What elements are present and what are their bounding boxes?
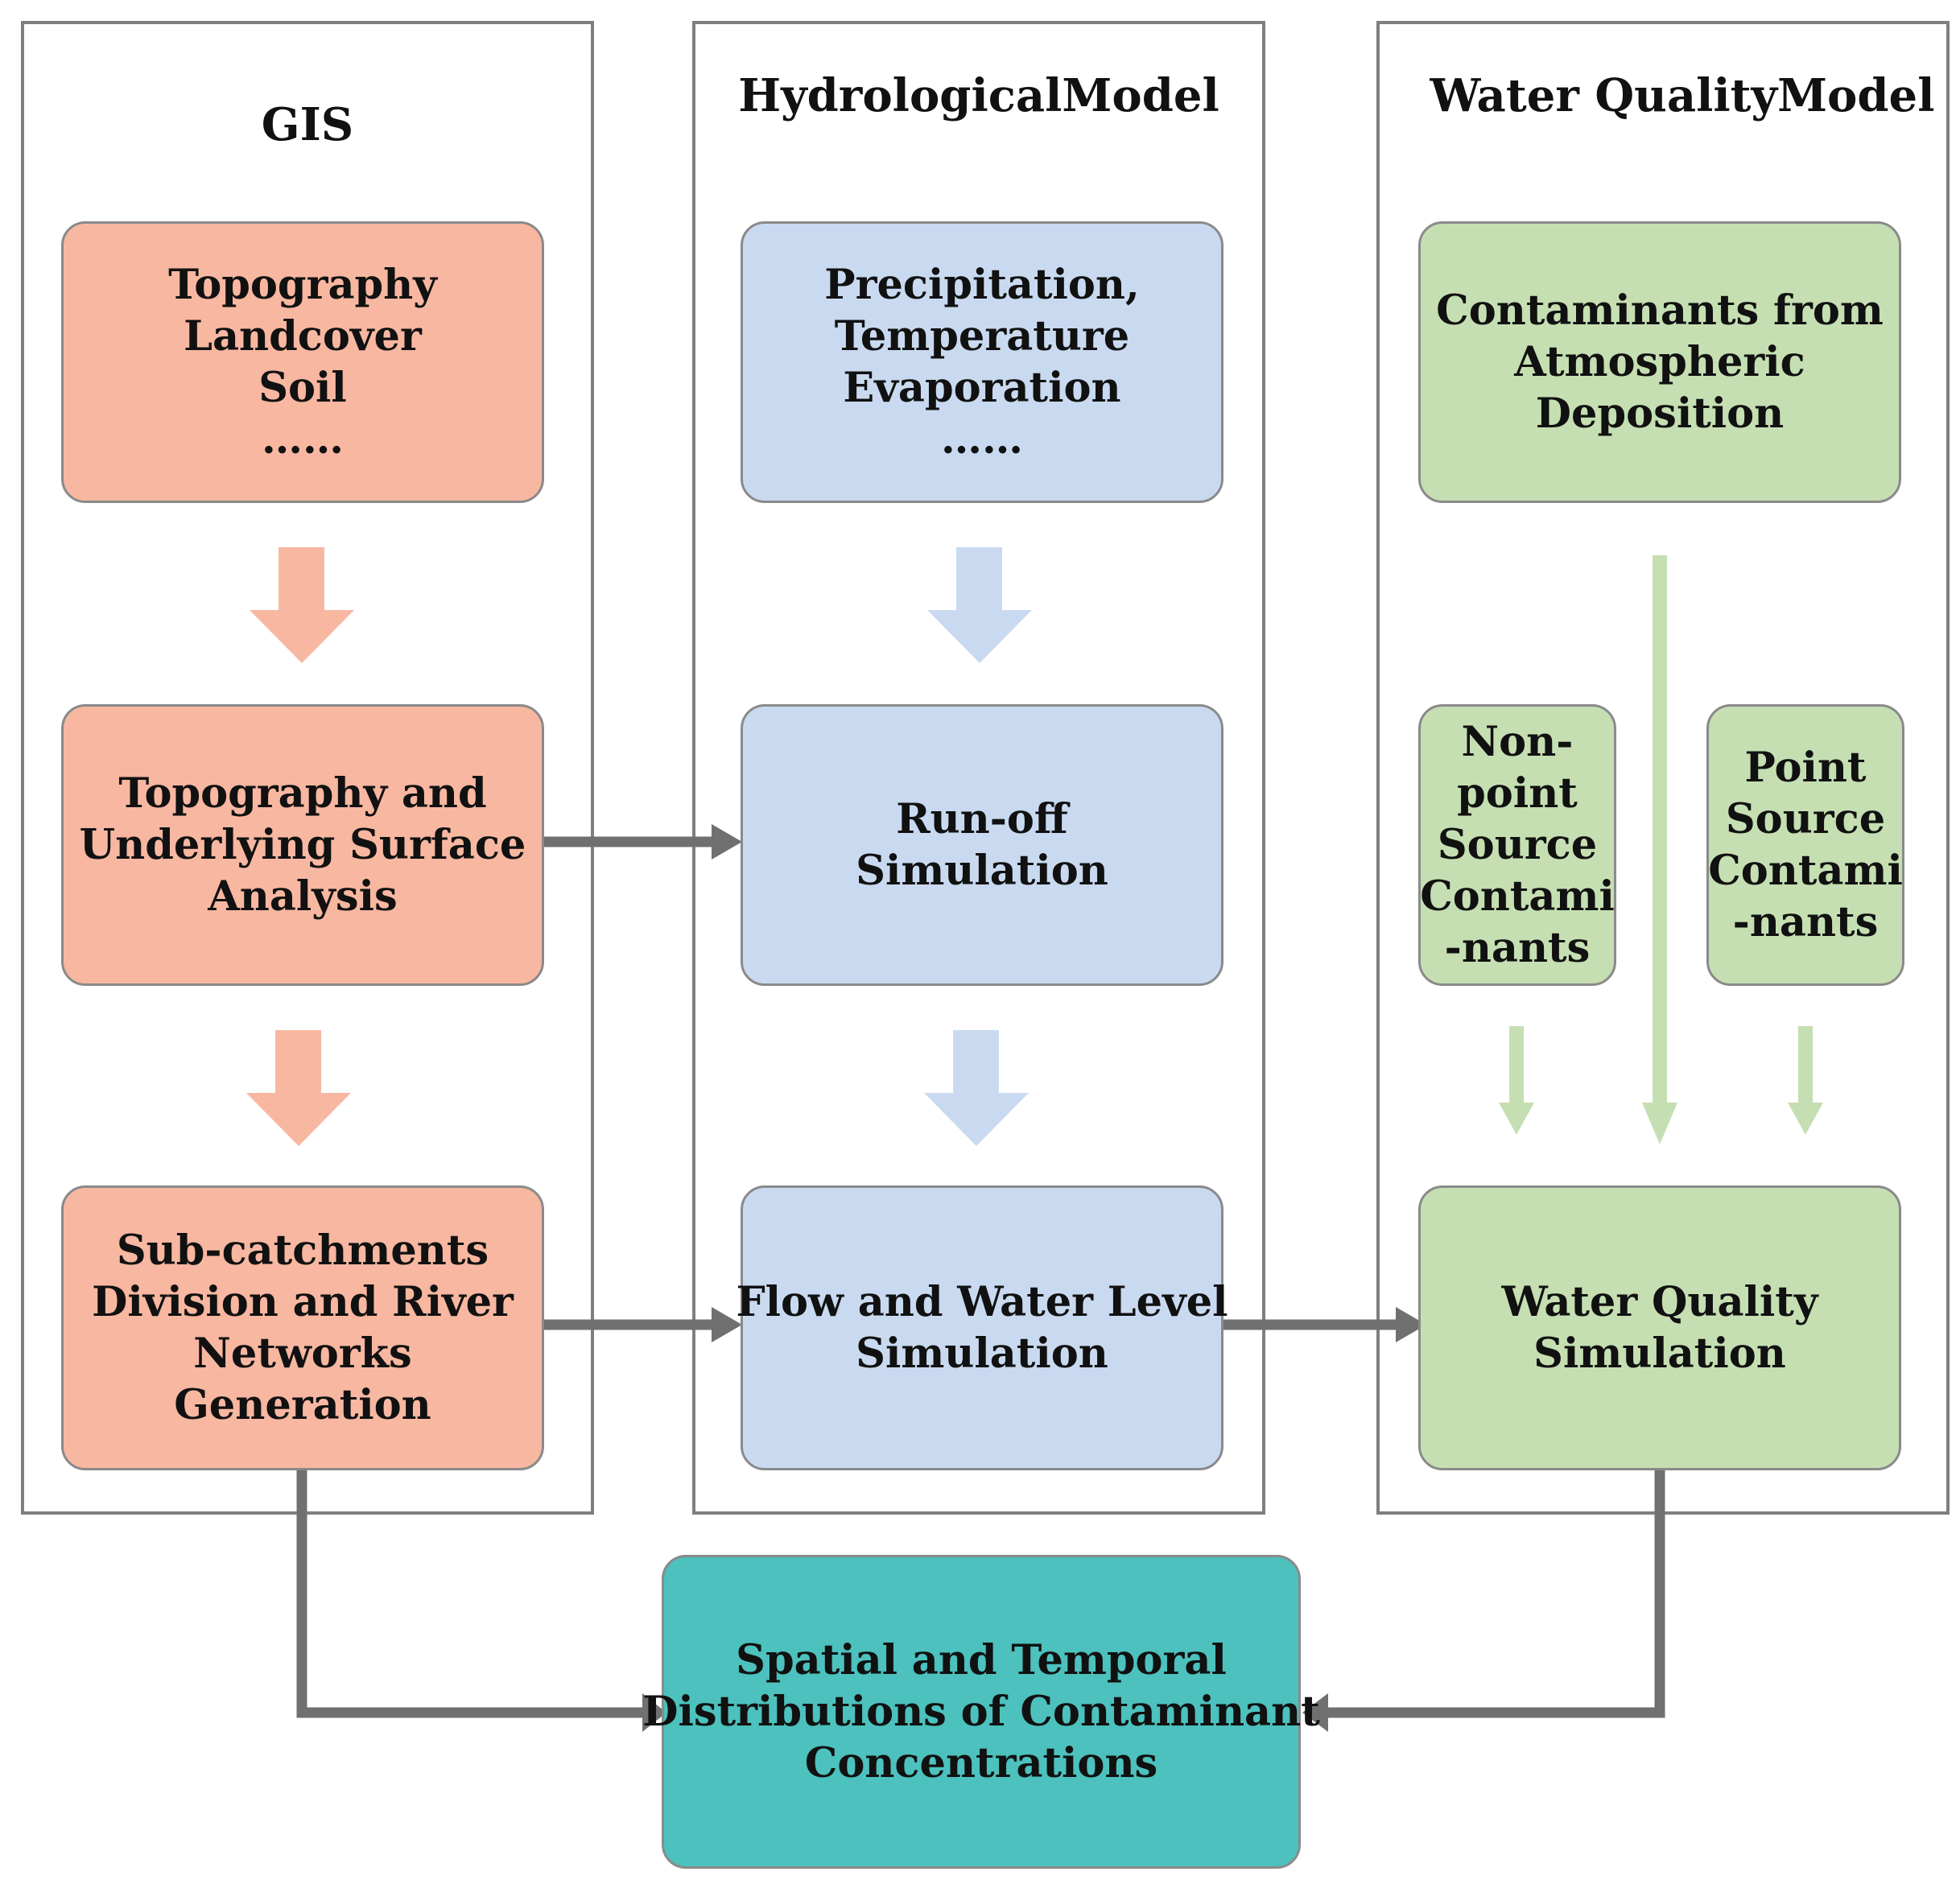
label-line: …… bbox=[262, 415, 344, 464]
label-line: Run-off bbox=[896, 795, 1068, 843]
gis-title: GIS bbox=[21, 95, 594, 155]
generation-to-flow-arrowhead bbox=[712, 1307, 742, 1342]
water-quality-to-output-connector bbox=[1327, 1468, 1665, 1718]
label-line: Topography bbox=[168, 261, 437, 309]
gis-down-arrow-2 bbox=[246, 1030, 351, 1146]
hydrological-model-title: HydrologicalModel bbox=[692, 66, 1265, 126]
label-line: Source bbox=[1437, 821, 1598, 869]
label-line: Contami bbox=[1420, 872, 1615, 921]
label-line: Water Quality bbox=[1501, 1278, 1818, 1326]
water-quality-to-output-arrowhead bbox=[1302, 1693, 1328, 1732]
label-line: Hydrological bbox=[738, 69, 1063, 122]
label-line: -nants bbox=[1444, 924, 1591, 972]
label-line: Source bbox=[1725, 795, 1886, 843]
label-line: Networks bbox=[193, 1330, 412, 1378]
label-line: Underlying Surface bbox=[79, 821, 526, 869]
label-line: Model bbox=[1062, 69, 1219, 122]
label-line: Simulation bbox=[856, 1330, 1108, 1378]
label-line: Non- bbox=[1461, 718, 1574, 766]
atmospheric-deposition-arrowhead bbox=[1642, 1103, 1677, 1144]
label-line: -nants bbox=[1732, 898, 1879, 946]
label-line: Simulation bbox=[856, 847, 1108, 895]
label-line: Point bbox=[1744, 744, 1867, 792]
point-source-arrowhead bbox=[1788, 1103, 1823, 1135]
hydrological-down-arrow-2 bbox=[924, 1030, 1029, 1146]
label-line: Sub-catchments bbox=[116, 1227, 489, 1275]
water-quality-model-title: Water QualityModel bbox=[1401, 66, 1960, 126]
nonpoint-source-connector bbox=[1509, 1026, 1524, 1103]
label-line: Topography and bbox=[118, 769, 487, 818]
label-line: Analysis bbox=[208, 872, 398, 921]
label-line: Contami bbox=[1708, 847, 1903, 895]
label-line: Generation bbox=[174, 1381, 431, 1429]
label-line: Division and River bbox=[92, 1278, 514, 1326]
label-line: Landcover bbox=[184, 312, 422, 361]
label-line: Concentrations bbox=[804, 1739, 1158, 1787]
label-line: Model bbox=[1777, 69, 1935, 122]
analysis-to-runoff-arrowhead bbox=[712, 824, 742, 860]
label-line: Temperature bbox=[834, 312, 1130, 361]
label-line: Water Quality bbox=[1430, 69, 1778, 122]
label-line: Soil bbox=[258, 364, 347, 412]
label-line: Precipitation, bbox=[824, 261, 1140, 309]
label-line: GIS bbox=[261, 98, 354, 151]
label-line: Simulation bbox=[1533, 1330, 1786, 1378]
label-line: Distributions of Contaminant bbox=[642, 1688, 1320, 1736]
label-line: …… bbox=[941, 415, 1023, 464]
gis-down-arrow-1 bbox=[250, 547, 354, 663]
nonpoint-source-arrowhead bbox=[1499, 1103, 1534, 1135]
gis-to-output-arrowhead bbox=[642, 1693, 666, 1732]
label-line: Deposition bbox=[1535, 390, 1785, 438]
label-line: Spatial and Temporal bbox=[736, 1636, 1227, 1684]
flow-to-water-quality-arrowhead bbox=[1396, 1307, 1426, 1342]
label-line: Atmospheric bbox=[1514, 338, 1805, 386]
label-line: point bbox=[1457, 769, 1578, 818]
gis-to-output-connector bbox=[296, 1468, 644, 1718]
point-source-connector bbox=[1798, 1026, 1813, 1103]
label-line: Contaminants from bbox=[1436, 287, 1884, 335]
label-line: Evaporation bbox=[843, 364, 1121, 412]
hydrological-down-arrow-1 bbox=[927, 547, 1032, 663]
atmospheric-deposition-connector bbox=[1653, 555, 1667, 1103]
label-line: Flow and Water Level bbox=[736, 1278, 1228, 1326]
